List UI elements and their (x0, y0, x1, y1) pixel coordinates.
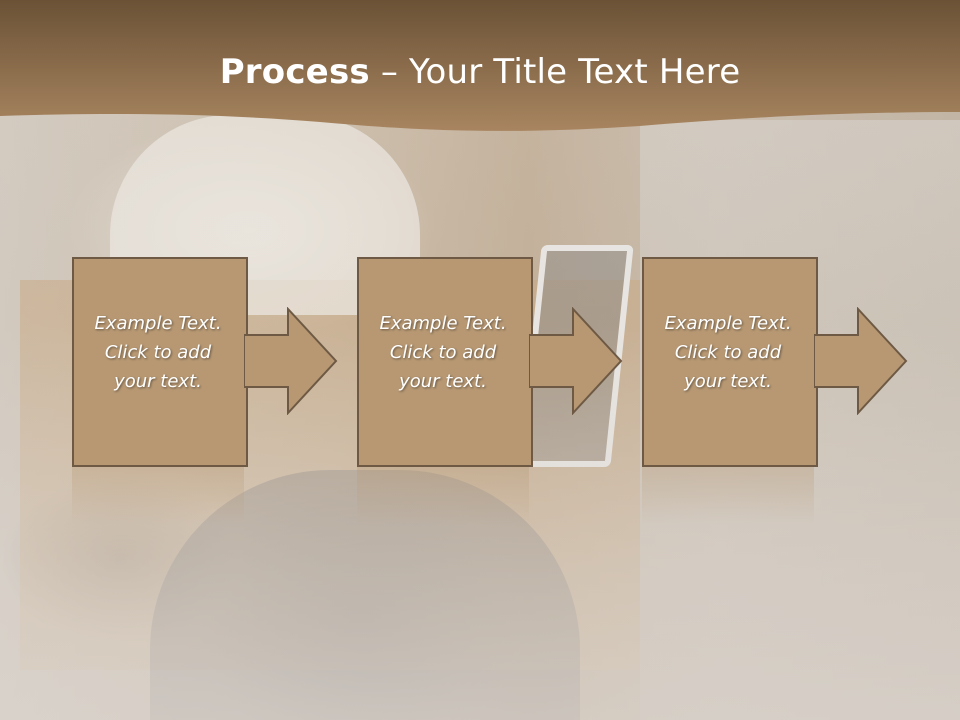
step-text-line-3: your text. (114, 371, 202, 392)
step-reflection (72, 465, 244, 525)
title-bold: Process (219, 52, 370, 92)
step-box[interactable] (642, 257, 818, 467)
step-text[interactable]: Example Text. Click to add your text. (357, 309, 529, 396)
step-text-line-2: Click to add (104, 342, 212, 363)
step-text-line-2: Click to add (674, 342, 782, 363)
step-text-line-3: your text. (684, 371, 772, 392)
arrow-right-icon (244, 307, 338, 415)
step-box[interactable] (357, 257, 533, 467)
step-text[interactable]: Example Text. Click to add your text. (642, 309, 814, 396)
step-text-line-1: Example Text. (94, 313, 222, 334)
step-text[interactable]: Example Text. Click to add your text. (72, 309, 244, 396)
step-text-line-2: Click to add (389, 342, 497, 363)
process-step-2[interactable]: Example Text. Click to add your text. (357, 257, 697, 525)
process-step-1[interactable]: Example Text. Click to add your text. (72, 257, 412, 525)
step-reflection (357, 465, 529, 525)
arrow-right-icon (814, 307, 908, 415)
process-step-3[interactable]: Example Text. Click to add your text. (642, 257, 960, 525)
step-reflection (642, 465, 814, 525)
header-band (0, 0, 960, 131)
title-rest: – Your Title Text Here (369, 52, 741, 92)
step-text-line-1: Example Text. (379, 313, 507, 334)
step-box[interactable] (72, 257, 248, 467)
arrow-right-icon (529, 307, 623, 415)
step-text-line-1: Example Text. (664, 313, 792, 334)
step-text-line-3: your text. (399, 371, 487, 392)
page-title: Process – Your Title Text Here (0, 52, 960, 92)
